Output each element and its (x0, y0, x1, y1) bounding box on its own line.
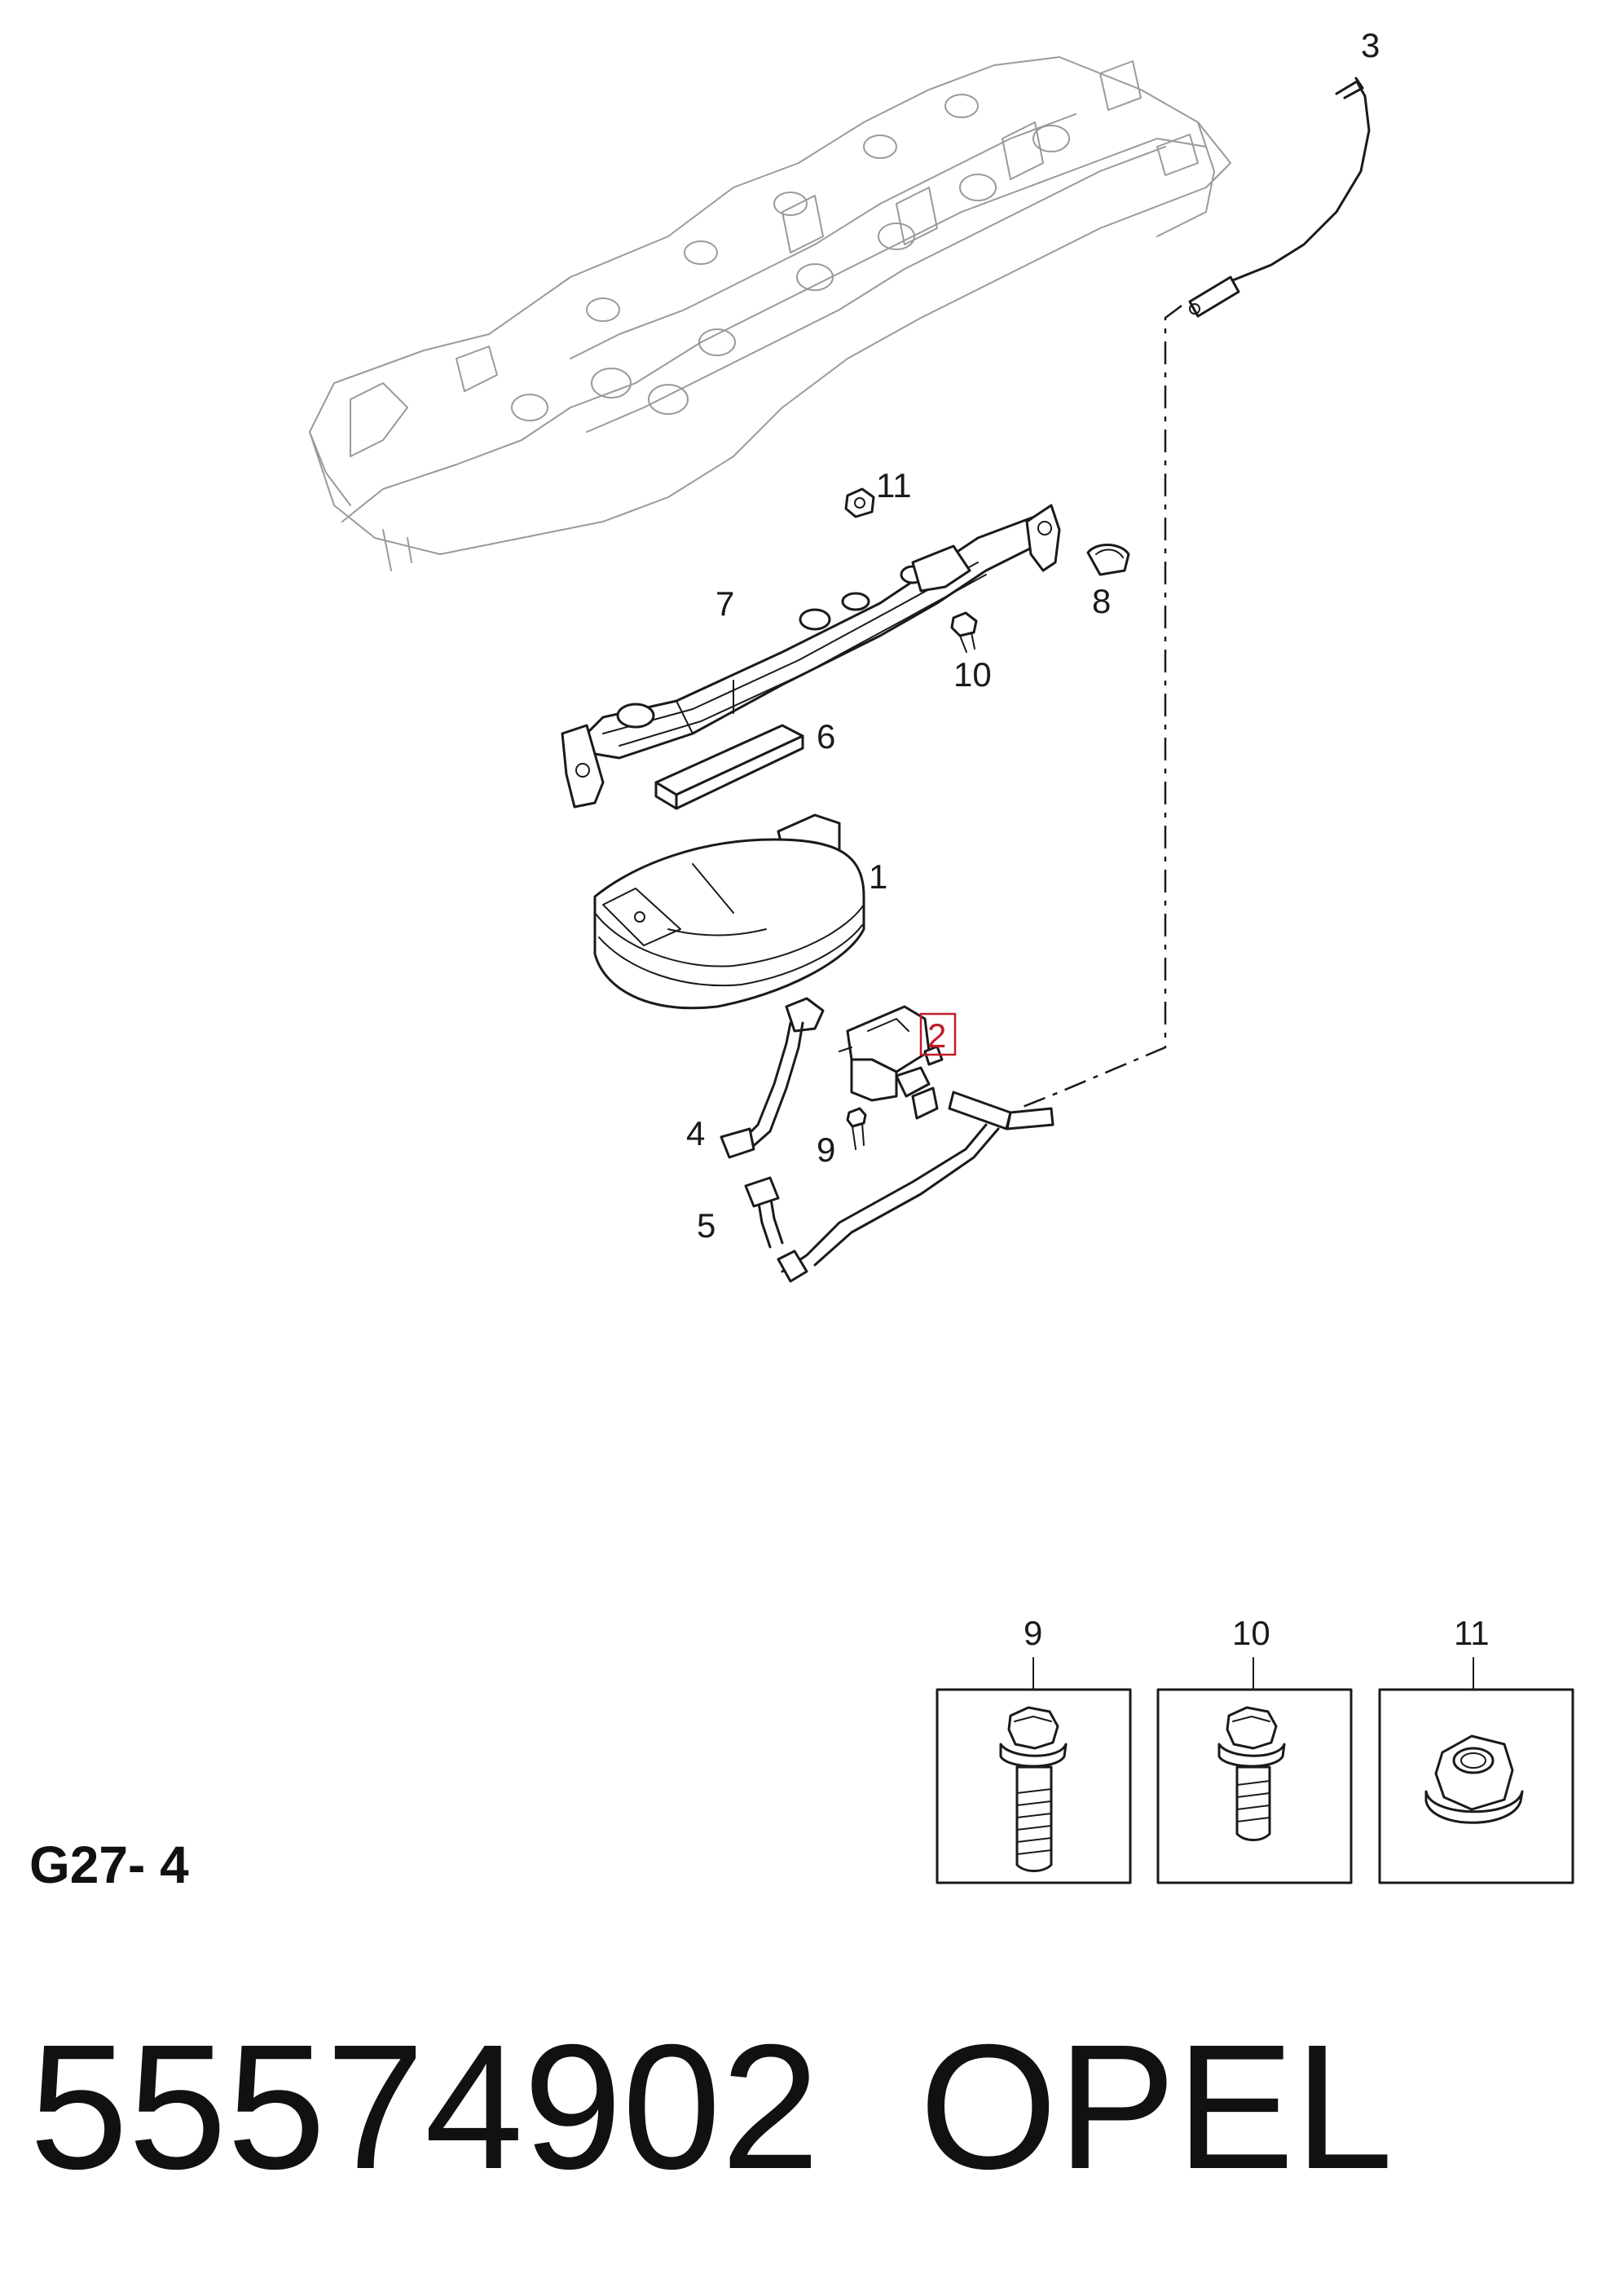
canister-1-illustration (593, 813, 865, 1010)
callout-7: 7 (715, 584, 734, 623)
bolt-9-illustration (846, 1107, 867, 1150)
bolt-10-illustration (950, 611, 978, 653)
pad-6-illustration (654, 724, 804, 810)
callout-8: 8 (1092, 582, 1111, 620)
diagram-code: G27- 4 (29, 1835, 189, 1894)
flange-nut-icon (1424, 1734, 1524, 1824)
callout-4: 4 (686, 1114, 705, 1152)
callout-5: 5 (697, 1206, 715, 1245)
nut-11-illustration (844, 487, 875, 518)
callout-2-highlight-box (919, 1012, 957, 1056)
part-number: 55574902 (29, 2008, 820, 2206)
detail-box-9-label: 9 (1024, 1614, 1042, 1652)
callout-1: 1 (869, 857, 887, 896)
flange-bolt-short-icon (1217, 1706, 1286, 1841)
detail-box-11: 11 (1378, 1614, 1574, 1884)
callout-9: 9 (817, 1130, 835, 1169)
bracket-7-illustration (561, 504, 1061, 809)
hose-4-illustration (720, 997, 825, 1159)
flange-bolt-long-icon (999, 1706, 1068, 1872)
hose-3-illustration (1188, 77, 1371, 318)
solenoid-valve-2-illustration (839, 1005, 944, 1120)
hose-5-illustration (744, 1091, 1054, 1283)
brand-name: OPEL (919, 2008, 1393, 2206)
callout-10: 10 (953, 655, 992, 694)
detail-box-10-label: 10 (1232, 1614, 1270, 1652)
callout-2: 2 (927, 1016, 946, 1055)
callout-11: 11 (876, 466, 912, 505)
detail-box-10: 10 (1156, 1614, 1353, 1884)
detail-box-9: 9 (936, 1614, 1132, 1884)
assembly-guide-line (1018, 305, 1182, 1110)
clip-8-illustration (1086, 544, 1130, 576)
callout-6: 6 (817, 717, 835, 756)
intake-manifold-illustration (309, 56, 1231, 571)
callout-3: 3 (1361, 26, 1380, 64)
detail-box-11-label: 11 (1454, 1614, 1490, 1652)
